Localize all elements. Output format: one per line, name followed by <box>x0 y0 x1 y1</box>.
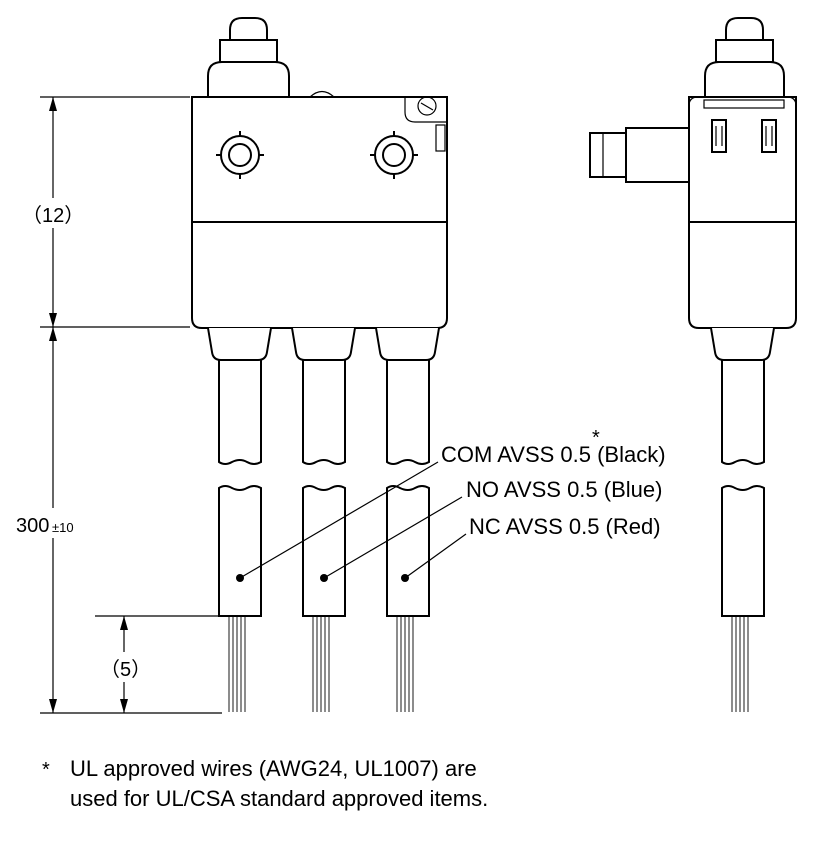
no-wire-label: NO AVSS 0.5 (Blue) <box>466 477 662 502</box>
side-body <box>688 96 797 329</box>
dim-wire-tolerance: ±10 <box>52 520 74 535</box>
leader-lines <box>239 461 467 579</box>
com-wire-label: COM AVSS 0.5 (Black) <box>441 442 666 467</box>
wire-segments-lower <box>218 485 430 617</box>
side-wire <box>721 360 765 712</box>
dim-300-mask <box>14 508 100 538</box>
side-wire-boot <box>710 327 775 361</box>
dim-5-mask <box>96 652 152 682</box>
switch-body <box>191 96 448 329</box>
footnote-line-1: UL approved wires (AWG24, UL1007) are <box>70 756 477 781</box>
wire-boots <box>207 327 440 361</box>
plunger <box>207 17 335 98</box>
footnote-asterisk: * <box>42 759 50 781</box>
front-view <box>191 17 467 712</box>
dim-strip-length: （5） <box>100 658 151 681</box>
hinge-detail <box>404 96 447 152</box>
dim-body-height: （12） <box>22 204 84 227</box>
wire-segments-upper <box>218 360 430 465</box>
stripped-strands <box>228 616 414 712</box>
com-label-asterisk: * <box>592 427 600 449</box>
side-connector-peg <box>589 127 690 183</box>
dimension-lines <box>40 96 222 714</box>
side-view <box>589 17 797 712</box>
side-plunger <box>704 17 785 98</box>
footnote-line-2: used for UL/CSA standard approved items. <box>70 786 488 811</box>
mounting-hole-right <box>370 131 418 179</box>
nc-wire-label: NC AVSS 0.5 (Red) <box>469 514 661 539</box>
dim-12-mask <box>18 198 80 228</box>
dim-wire-length: 300 <box>16 515 49 537</box>
mounting-hole-left <box>216 131 264 179</box>
